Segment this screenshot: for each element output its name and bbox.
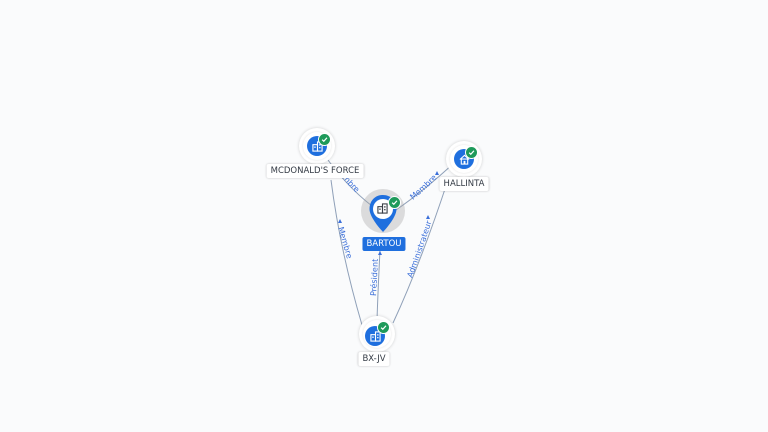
- verified-check-icon: [465, 146, 478, 159]
- node-label: MCDONALD'S FORCE: [266, 164, 364, 178]
- edge-label-membre-2: Membre: [408, 173, 438, 202]
- verified-check-icon: [318, 133, 331, 146]
- building-icon: [377, 203, 388, 214]
- node-label: HALLINTA: [439, 177, 489, 191]
- edge-arrow: [435, 171, 439, 175]
- edge-label-membre-3: Membre: [336, 226, 354, 260]
- edge-label-administrateur: Administrateur: [405, 219, 433, 279]
- verified-check-icon: [388, 196, 401, 209]
- building-icon: [369, 330, 381, 342]
- edge-arrow: [338, 219, 342, 223]
- edge-arrow: [378, 251, 382, 255]
- edge-bxjv-bartou[interactable]: Président: [368, 249, 382, 321]
- edge-bxjv-mcdonalds[interactable]: Membre: [330, 179, 363, 326]
- verified-check-icon: [377, 321, 390, 334]
- edge-label-president: Président: [368, 258, 380, 296]
- edge-arrow: [426, 215, 430, 219]
- node-label: BX-JV: [358, 352, 390, 366]
- node-label-main: BARTOU: [362, 237, 406, 251]
